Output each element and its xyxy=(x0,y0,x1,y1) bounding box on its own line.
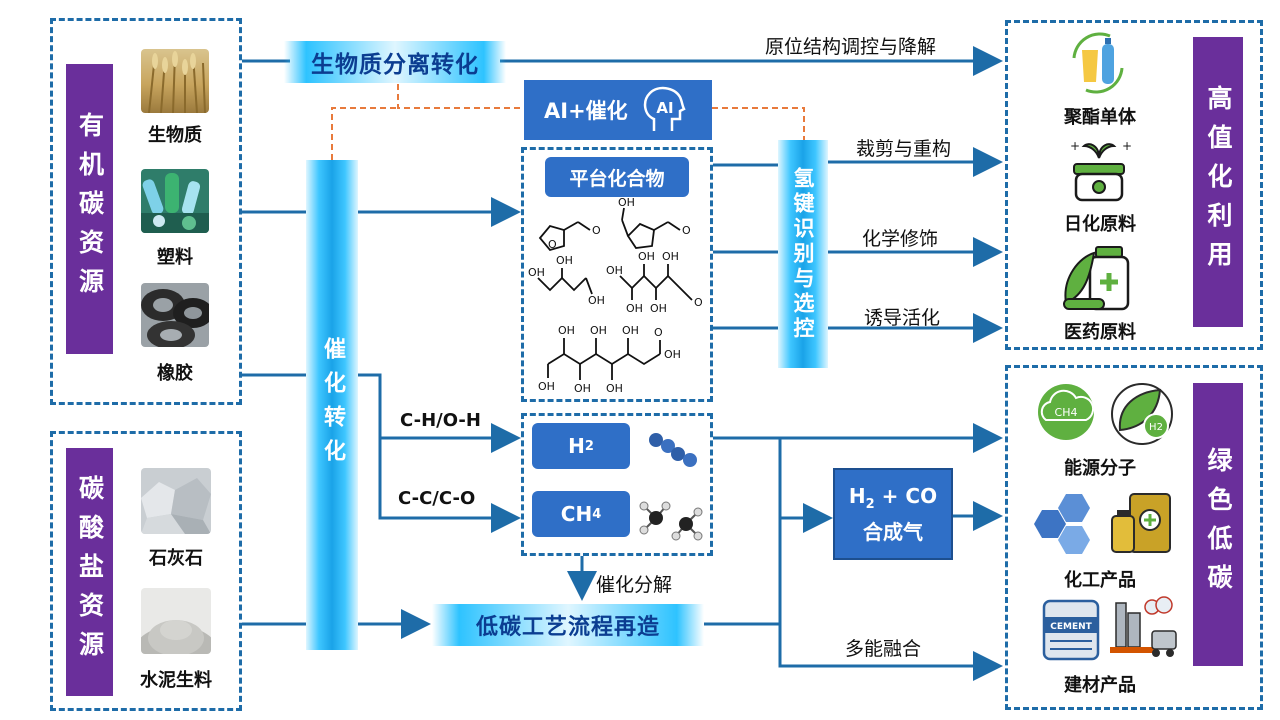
mol-oh-6: OH xyxy=(638,250,655,263)
cc-co-label: C-C/C-O xyxy=(398,488,476,509)
mol-oh-14: OH xyxy=(606,382,623,395)
mol-o-1: O xyxy=(548,238,557,251)
mol-oh-13: OH xyxy=(590,324,607,337)
ai-icon-text: AI xyxy=(656,99,673,117)
limestone-label: 石灰石 xyxy=(149,548,203,569)
carbonate-resources-title: 碳酸盐资源 xyxy=(66,448,113,696)
induce-label: 诱导活化 xyxy=(864,307,941,329)
h2-molecule-icon xyxy=(649,433,697,467)
mol-oh-11: OH xyxy=(558,324,575,337)
mol-oh-9: OH xyxy=(650,302,667,315)
syngas-co: + CO xyxy=(874,483,938,508)
h2-sub: 2 xyxy=(584,438,594,454)
organic-resources-title: 有机碳资源 xyxy=(66,64,113,354)
syngas-line2: 合成气 xyxy=(863,519,923,544)
ch-oh-label: C-H/O-H xyxy=(400,410,481,431)
recycle-bottle-icon xyxy=(1072,32,1124,94)
syngas-box: H2 + CO 合成气 xyxy=(833,468,953,560)
cement-raw-image xyxy=(141,588,211,654)
rubber-label: 橡胶 xyxy=(157,363,193,384)
h2-leaf-icon: H2 xyxy=(1111,383,1173,445)
pharma-label: 医药原料 xyxy=(1064,322,1136,343)
green-title: 绿色低碳 xyxy=(1193,383,1243,666)
crop-reconstruct-label: 裁剪与重构 xyxy=(856,138,952,160)
syngas-h: H xyxy=(848,483,866,508)
chemical-product-label: 化工产品 xyxy=(1064,570,1136,591)
molecule-structures: O O OH O OH OH OH OH OH OH OH OH O OH OH… xyxy=(528,198,703,395)
h2-icon-text: H2 xyxy=(1149,422,1163,433)
cement-plant-icon xyxy=(1110,596,1177,657)
chemical-barrel-icon xyxy=(1111,493,1171,553)
platform-compounds-title: 平台化合物 xyxy=(545,157,689,197)
building-material-label: 建材产品 xyxy=(1064,675,1136,696)
mol-o-4: O xyxy=(694,296,703,309)
ai-catalysis-box: AI+催化 AI xyxy=(524,80,712,140)
mol-oh-12: OH xyxy=(574,382,591,395)
cat-decomp-label: 催化分解 xyxy=(596,574,673,596)
cement-raw-label: 水泥生料 xyxy=(140,670,212,691)
in-situ-label: 原位结构调控与降解 xyxy=(765,36,937,58)
ai-catalysis-label: AI+催化 xyxy=(544,99,628,123)
mol-oh-7: OH xyxy=(626,302,643,315)
mol-o-3: O xyxy=(682,224,691,237)
biomass-label: 生物质 xyxy=(148,125,202,146)
mol-oh-16: OH xyxy=(664,348,681,361)
daily-chemical-label: 日化原料 xyxy=(1064,214,1136,235)
rubber-image xyxy=(141,283,209,347)
ch4-main: CH xyxy=(560,502,593,526)
high-value-title: 高值化利用 xyxy=(1193,37,1243,327)
biomass-image xyxy=(141,49,209,113)
cement-bag-icon: CEMENT xyxy=(1042,599,1100,661)
biomass-separation-banner: 生物质分离转化 xyxy=(284,41,506,83)
svg-text:+: + xyxy=(1070,139,1080,153)
ch4-cloud-icon: CH4 xyxy=(1038,384,1095,440)
ch4-icon-text: CH4 xyxy=(1055,406,1078,419)
mol-oh-3: OH xyxy=(556,254,573,267)
mol-oh-4: OH xyxy=(588,294,605,307)
plastic-label: 塑料 xyxy=(157,247,193,268)
mol-oh-1: OH xyxy=(618,198,635,209)
ai-head-icon: AI xyxy=(643,86,686,131)
ch4-sub: 4 xyxy=(592,506,602,522)
cosmetic-jar-icon: ++ xyxy=(1070,139,1132,202)
ch4-molecule-icon xyxy=(639,501,703,541)
polyester-monomer-label: 聚酯单体 xyxy=(1064,107,1136,128)
hydrogen-bond-bar: 氢键识别与选控 xyxy=(778,140,828,368)
mol-o-2: O xyxy=(592,224,601,237)
medicine-icon xyxy=(1063,246,1130,311)
catalytic-conversion-bar: 催化转化 xyxy=(306,160,358,650)
svg-text:+: + xyxy=(1122,139,1132,153)
mol-oh-2: OH xyxy=(528,266,545,279)
syngas-line1: H2 + CO xyxy=(849,484,937,512)
energy-molecule-label: 能源分子 xyxy=(1064,458,1136,479)
mol-o-5: O xyxy=(654,326,663,339)
syngas-sub: 2 xyxy=(865,496,875,512)
multi-energy-label: 多能融合 xyxy=(845,638,922,660)
low-carbon-process-banner: 低碳工艺流程再造 xyxy=(432,604,704,646)
mol-oh-5: OH xyxy=(606,264,623,277)
chem-mod-label: 化学修饰 xyxy=(862,228,939,250)
limestone-image xyxy=(141,468,211,534)
mol-oh-8: OH xyxy=(662,250,679,263)
h2-main: H xyxy=(568,434,585,458)
mol-oh-15: OH xyxy=(622,324,639,337)
cement-icon-text: CEMENT xyxy=(1050,622,1092,632)
plastic-image xyxy=(141,169,209,233)
mol-oh-10: OH xyxy=(538,380,555,393)
hexagon-icon xyxy=(1034,494,1090,554)
